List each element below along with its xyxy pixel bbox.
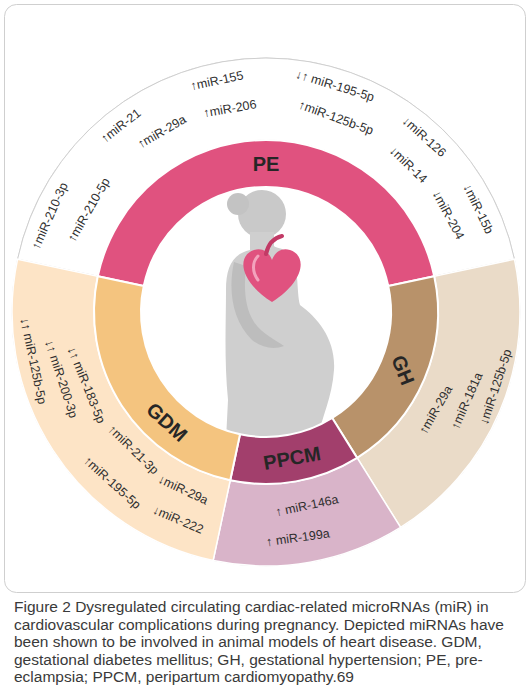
center-illustration [0,0,530,600]
ring-figure: ↑miR-210-3p↑miR-210-5p↑miR-21↑miR-29a↑mi… [0,0,530,600]
disease-label: PE [253,154,280,174]
frame-border [5,5,526,593]
woman-hair [227,193,249,215]
woman-head [238,190,286,238]
sector-shape [12,58,520,566]
woman-body [226,232,335,440]
heart-vessel [266,236,282,254]
figure-caption: Figure 2 Dysregulated circulating cardia… [14,598,518,686]
mirna-sector: ↓↑ miR-125b-5p↓↑ miR-200-3p↓↑ miR-183-5p… [12,58,520,566]
sector-shape [12,58,520,566]
band-arc [230,418,357,484]
caption-area: Figure 2 Dysregulated circulating cardia… [14,598,518,686]
heart-highlight [254,256,259,280]
heart-icon [243,249,300,302]
band-arc [94,276,240,480]
sector-arc [18,58,515,276]
woman-arm [231,262,284,348]
rim-outline [12,58,520,566]
band-arc [332,276,438,458]
disease-band: GDM [12,58,520,566]
center-disc [142,188,390,436]
band-arc [98,140,434,286]
